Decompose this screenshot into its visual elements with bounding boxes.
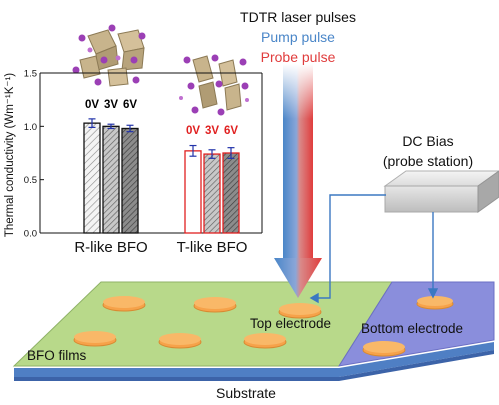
t-like-crystal-structure <box>179 54 249 116</box>
voltage-label: 6V <box>224 125 238 137</box>
tdtr-title: TDTR laser pulses <box>240 9 356 25</box>
voltage-label: 6V <box>123 99 137 111</box>
voltage-label: 3V <box>205 125 219 137</box>
bfo-films-label: BFO films <box>27 348 86 363</box>
bar <box>121 127 139 234</box>
wire-to-top-electrode <box>312 194 386 299</box>
bar <box>83 122 101 234</box>
dc-bias-label: DC Bias <box>402 133 453 149</box>
thermal-conductivity-chart: Thermal conductivity (Wm⁻¹K⁻¹) 0.0 0.5 1.0… <box>4 69 263 256</box>
electrode-disc <box>362 341 406 357</box>
error-bar <box>126 124 134 133</box>
dc-bias-box <box>383 170 499 213</box>
bar <box>203 153 221 234</box>
error-bar <box>189 144 197 157</box>
probe-station-label: (probe station) <box>383 153 473 169</box>
bar <box>222 152 240 234</box>
pump-pulse-label: Pump pulse <box>261 29 335 45</box>
bar <box>184 150 202 234</box>
probe-wires <box>309 194 439 304</box>
error-bar <box>227 147 235 159</box>
bar <box>102 125 120 234</box>
electrode-disc <box>73 331 117 347</box>
r-like-crystal-structure <box>72 24 146 87</box>
electrodes <box>73 296 454 357</box>
y-tick-label: 0.5 <box>24 175 37 186</box>
error-bar <box>107 123 115 130</box>
top-electrode-label: Top electrode <box>250 316 331 331</box>
y-tick-label: 1.0 <box>24 122 37 133</box>
probe-pulse-label: Probe pulse <box>261 49 336 65</box>
voltage-label: 0V <box>186 125 200 137</box>
electrode-disc <box>158 333 202 349</box>
laser-beam <box>274 64 322 298</box>
voltage-label: 3V <box>104 99 118 111</box>
electrode-disc <box>243 333 287 349</box>
electrode-disc <box>416 296 454 310</box>
y-ticks: 0.0 0.5 1.0 1.5 <box>24 69 44 240</box>
error-bar <box>208 149 216 159</box>
bottom-electrode-label: Bottom electrode <box>361 321 463 336</box>
substrate-label: Substrate <box>216 385 276 401</box>
group-label: T-like BFO <box>177 239 248 256</box>
bar-labels: 0V 3V 6V R-like BFO 0V 3V 6V T-like BFO <box>74 99 247 256</box>
bars <box>83 118 240 234</box>
group-label: R-like BFO <box>74 239 147 256</box>
error-bar <box>88 118 96 129</box>
substrate-layer <box>14 342 494 377</box>
electrode-disc <box>278 303 322 319</box>
y-tick-label: 1.5 <box>24 69 37 80</box>
voltage-label: 0V <box>85 99 99 111</box>
electrode-disc <box>102 296 146 312</box>
y-tick-label: 0.0 <box>24 229 37 240</box>
y-axis-label: Thermal conductivity (Wm⁻¹K⁻¹) <box>4 73 16 237</box>
electrode-disc <box>193 297 237 313</box>
